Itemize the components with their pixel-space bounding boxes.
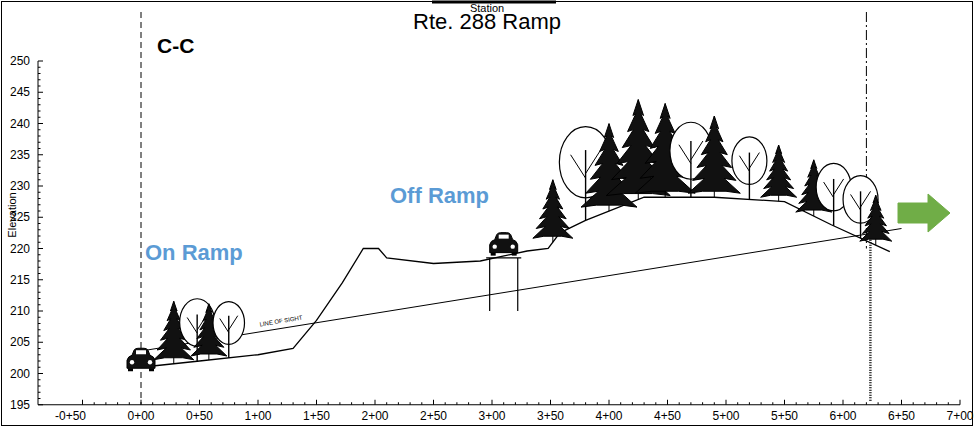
tick-label: 195 xyxy=(10,399,30,411)
tick-label: -0+50 xyxy=(55,410,86,422)
tick-label: 1+00 xyxy=(244,410,271,422)
direction-arrow xyxy=(898,194,950,232)
tick-label: 1+50 xyxy=(303,410,330,422)
sight-limit-note xyxy=(869,230,872,401)
tick-label: 0+00 xyxy=(127,410,154,422)
tick-label: 7+00 xyxy=(946,410,973,422)
tick-label: 4+50 xyxy=(654,410,681,422)
trees xyxy=(154,100,892,364)
section-label: C-C xyxy=(157,35,194,56)
on-ramp-car xyxy=(127,348,155,371)
tick-label: 0+50 xyxy=(186,410,213,422)
tick-label: 220 xyxy=(10,243,30,255)
section-line xyxy=(141,12,142,405)
tick-label: 210 xyxy=(10,305,30,317)
tick-label: 245 xyxy=(10,86,30,98)
tick-label: 2+50 xyxy=(420,410,447,422)
ramp-label: Off Ramp xyxy=(390,185,489,207)
tick-label: 6+00 xyxy=(829,410,856,422)
tick-label: 5+00 xyxy=(712,410,739,422)
off-ramp-car xyxy=(490,233,518,256)
tick-label: 235 xyxy=(10,149,30,161)
ground-profile xyxy=(141,197,890,367)
tick-label: 200 xyxy=(10,368,30,380)
tick-label: 6+50 xyxy=(888,410,915,422)
axes xyxy=(38,61,960,405)
bridge-piers xyxy=(486,258,521,311)
line-of-sight xyxy=(141,229,902,352)
tick-label: 225 xyxy=(10,211,30,223)
tick-label: 3+00 xyxy=(478,410,505,422)
tick-label: 4+00 xyxy=(595,410,622,422)
tick-label: 5+50 xyxy=(771,410,798,422)
tick-label: 3+50 xyxy=(537,410,564,422)
tick-label: 230 xyxy=(10,180,30,192)
tick-label: 205 xyxy=(10,336,30,348)
tick-label: 250 xyxy=(10,55,30,67)
tick-label: 240 xyxy=(10,118,30,130)
ramp-label: On Ramp xyxy=(145,242,243,264)
tick-label: 2+00 xyxy=(361,410,388,422)
axis-title: Station xyxy=(470,3,504,14)
tick-label: 215 xyxy=(10,274,30,286)
chart-title: Rte. 288 Ramp xyxy=(413,11,561,33)
